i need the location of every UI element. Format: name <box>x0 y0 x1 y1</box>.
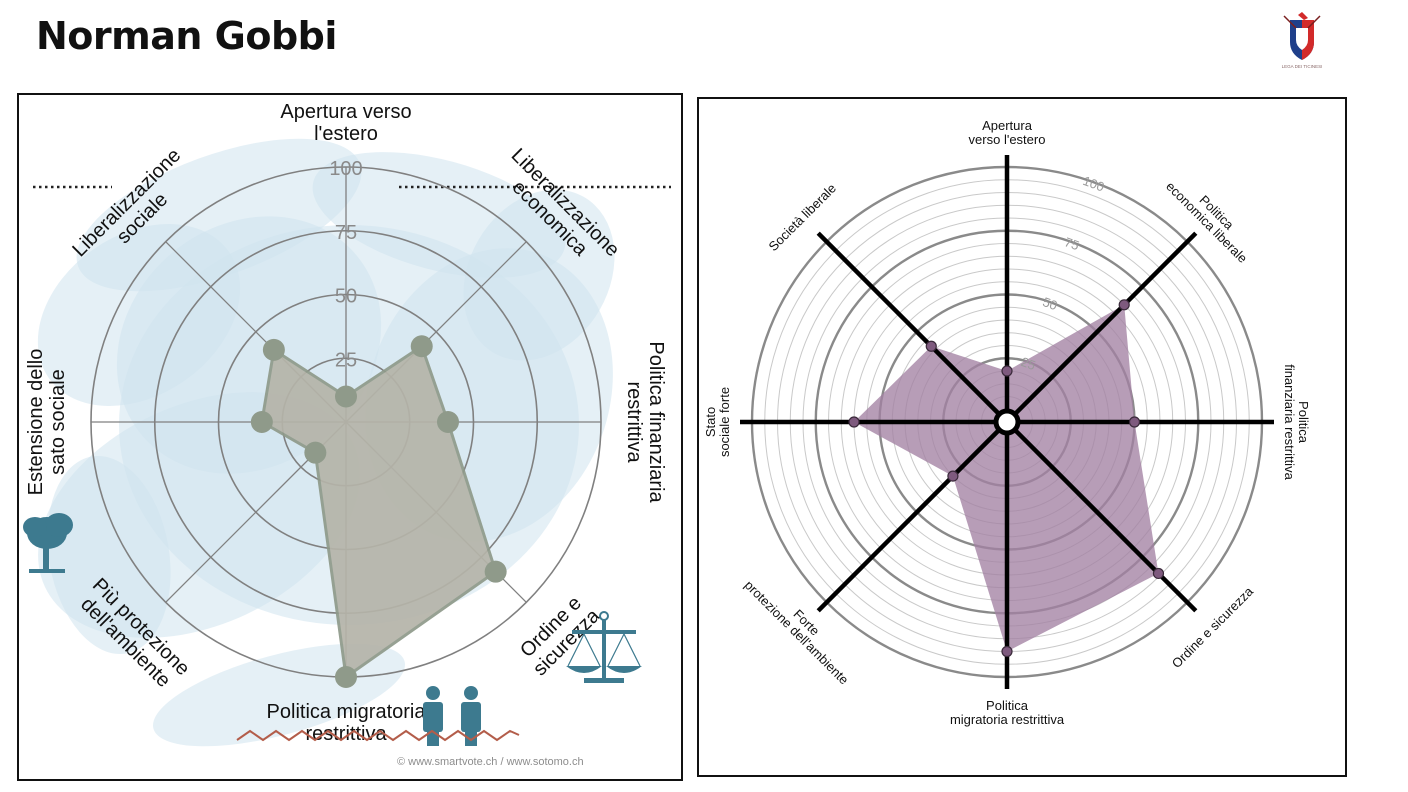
right-axis-label-line: finanziaria restrittiva <box>1282 364 1297 480</box>
people-icon <box>423 686 481 746</box>
barbed-wire-decoration <box>236 729 520 742</box>
right-axis-spoke <box>816 231 1009 424</box>
scales-icon <box>566 611 642 683</box>
left-axis-label-line: restrittiva <box>623 381 645 463</box>
left-data-layer <box>250 335 507 688</box>
left-tick-label: 25 <box>335 349 357 371</box>
left-data-point <box>335 385 357 408</box>
page-title: Norman Gobbi <box>36 14 337 58</box>
right-data-point <box>947 470 959 482</box>
left-data-point <box>262 338 285 361</box>
right-axis-spoke <box>816 420 1009 613</box>
tree-icon <box>23 513 73 573</box>
left-tick-label: 50 <box>335 286 357 308</box>
left-axis-label-line: Politica finanziaria <box>645 341 667 503</box>
right-axis-label-line: Politica <box>1296 401 1311 444</box>
right-axis-label-line: sociale forte <box>717 387 732 457</box>
right-tick-label: 75 <box>1063 234 1082 253</box>
right-axis-spoke <box>1005 420 1198 613</box>
left-axis-label-line: Estensione dello <box>25 349 47 496</box>
right-axis-label-line: verso l'estero <box>969 132 1046 147</box>
right-markers <box>848 299 1165 658</box>
left-tick-labels: 25 50 75 100 <box>329 158 362 371</box>
right-data-point <box>1128 416 1141 428</box>
right-axis-label-line: Apertura <box>982 118 1033 133</box>
logo-caption: LEGA DEI TICINESI <box>1282 64 1323 69</box>
left-data-point <box>304 441 327 464</box>
left-tick-label: 75 <box>335 222 357 244</box>
right-axis-spoke <box>1005 231 1198 424</box>
right-axis-label-line: Politica <box>986 698 1029 713</box>
left-data-point <box>250 411 273 433</box>
left-data-point <box>437 411 459 433</box>
party-logo: LEGA DEI TICINESI <box>1268 6 1336 72</box>
party-emblem-icon: LEGA DEI TICINESI <box>1282 12 1323 69</box>
right-data-point <box>1001 645 1013 658</box>
left-axis-label-line: sato sociale <box>47 369 69 475</box>
right-data-point <box>925 340 937 352</box>
right-center-hub <box>993 408 1021 436</box>
right-data-point <box>1118 299 1130 311</box>
right-data-point <box>848 416 860 428</box>
right-axis-label-line: migratoria restrittiva <box>950 712 1065 727</box>
left-data-point <box>335 666 357 688</box>
left-axis-label-line: l'estero <box>314 123 378 145</box>
right-tick-label: 50 <box>1041 294 1060 313</box>
left-data-point <box>484 560 507 583</box>
chart-credit: © www.smartvote.ch / www.sotomo.ch <box>397 756 584 768</box>
right-data-point <box>1152 567 1165 580</box>
right-axis-label-line: Stato <box>703 407 718 437</box>
right-data-point <box>1001 365 1013 377</box>
right-tick-labels: 25 50 75 100 <box>1019 173 1107 373</box>
right-tick-label: 100 <box>1081 173 1107 195</box>
right-tick-label: 25 <box>1019 354 1038 373</box>
left-data-point <box>410 335 433 358</box>
left-axis-label-line: Politica migratoria <box>267 701 427 723</box>
right-spokes <box>740 155 1274 689</box>
left-axis-label-line: Apertura verso <box>280 101 411 123</box>
left-tick-label: 100 <box>329 158 362 180</box>
